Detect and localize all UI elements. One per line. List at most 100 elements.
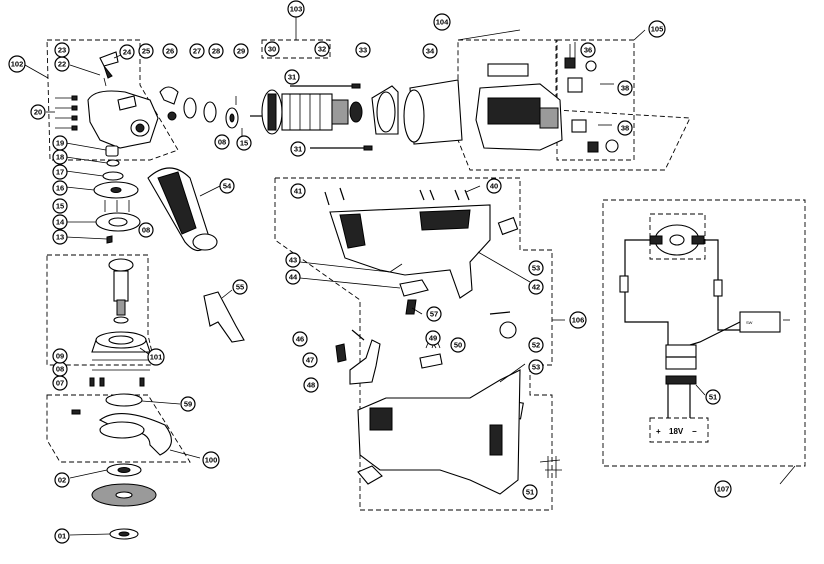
svg-text:30: 30 [268,45,276,54]
callout-53: 53 [528,359,544,375]
svg-text:50: 50 [454,341,462,350]
callout-22: 22 [54,56,70,72]
callout-38: 38 [617,120,633,136]
callout-42: 42 [528,279,544,295]
part-59-flange [105,393,143,407]
wire-left [624,239,669,345]
callout-47: 47 [302,352,318,368]
svg-text:51: 51 [709,393,717,402]
group-106-boundary [274,177,553,511]
callout-52: 52 [528,337,544,353]
callout-50: 50 [450,337,466,353]
callout-101: 101 [147,348,165,366]
callout-104: 104 [433,13,451,31]
svg-text:01: 01 [58,532,66,541]
group-104-boundary [457,39,691,171]
svg-text:22: 22 [58,60,66,69]
callout-19: 19 [52,135,68,151]
svg-text:102: 102 [11,60,24,69]
svg-text:101: 101 [150,353,163,362]
svg-text:02: 02 [58,476,66,485]
callout-13: 13 [52,229,68,245]
callout-33: 33 [355,42,371,58]
callout-105: 105 [648,20,666,38]
svg-text:53: 53 [532,363,540,372]
svg-text:32: 32 [318,45,326,54]
svg-text:31: 31 [288,73,296,82]
callout-23: 23 [54,42,70,58]
callout-07: 07 [52,375,68,391]
svg-text:36: 36 [584,46,592,55]
callout-103: 103 [287,0,305,18]
part-23-lock-button [99,51,119,67]
callout-27: 27 [189,43,205,59]
svg-text:08: 08 [142,226,150,235]
svg-text:40: 40 [490,182,498,191]
callout-43: 43 [285,252,301,268]
callout-17: 17 [52,164,68,180]
callout-31: 31 [284,69,300,85]
svg-text:46: 46 [296,335,304,344]
callout-29: 29 [233,43,249,59]
callout-53: 53 [528,260,544,276]
callout-57: 57 [426,306,442,322]
callout-30: 30 [264,41,280,57]
svg-text:14: 14 [56,218,65,227]
svg-text:41: 41 [294,187,302,196]
svg-text:20: 20 [34,108,42,117]
svg-text:08: 08 [56,365,64,374]
svg-text:15: 15 [56,202,64,211]
callout-41: 41 [290,183,306,199]
battery-voltage-label: 18V [669,427,684,436]
wiring-schematic: SW + 18V − [619,213,781,443]
svg-text:42: 42 [532,283,540,292]
part-20-screws [55,95,78,131]
svg-text:29: 29 [237,47,245,56]
armature-core [281,93,333,131]
part-55-bracket [203,291,245,343]
callout-38: 38 [617,80,633,96]
group-105-boundary [556,39,635,161]
svg-text:26: 26 [166,47,174,56]
svg-text:105: 105 [651,25,664,34]
callout-32: 32 [314,41,330,57]
callout-24: 24 [119,44,135,60]
svg-text:38: 38 [621,124,629,133]
callout-51: 51 [522,484,538,500]
svg-text:07: 07 [56,379,64,388]
svg-text:100: 100 [205,456,218,465]
callout-15: 15 [236,135,252,151]
svg-text:13: 13 [56,233,64,242]
callout-01: 01 [54,528,70,544]
callouts: 01 02 07 08 09 13 14 08 15 16 17 18 19 2… [8,0,732,544]
svg-text:27: 27 [193,47,201,56]
switch-label: SW [746,320,753,325]
callout-44: 44 [285,269,301,285]
svg-text:28: 28 [212,47,220,56]
part-54-side-handle [147,167,218,252]
callout-107: 107 [714,480,732,498]
callout-09: 09 [52,348,68,364]
svg-text:54: 54 [223,182,232,191]
callout-36: 36 [580,42,596,58]
svg-text:107: 107 [717,485,730,494]
svg-text:44: 44 [289,273,298,282]
svg-text:103: 103 [290,5,303,14]
callout-26: 26 [162,43,178,59]
svg-text:33: 33 [359,46,367,55]
callout-49: 49 [425,330,441,346]
svg-text:43: 43 [289,256,297,265]
callout-59: 59 [180,396,196,412]
svg-text:18: 18 [56,153,64,162]
svg-text:34: 34 [426,47,435,56]
svg-text:55: 55 [236,283,244,292]
svg-text:104: 104 [436,18,449,27]
svg-text:08: 08 [218,138,226,147]
group-102-boundary [46,39,179,161]
callout-102: 102 [8,55,26,73]
callout-14: 14 [52,214,68,230]
callout-48: 48 [303,377,319,393]
svg-text:59: 59 [184,400,192,409]
callout-08: 08 [214,134,230,150]
svg-text:52: 52 [532,341,540,350]
